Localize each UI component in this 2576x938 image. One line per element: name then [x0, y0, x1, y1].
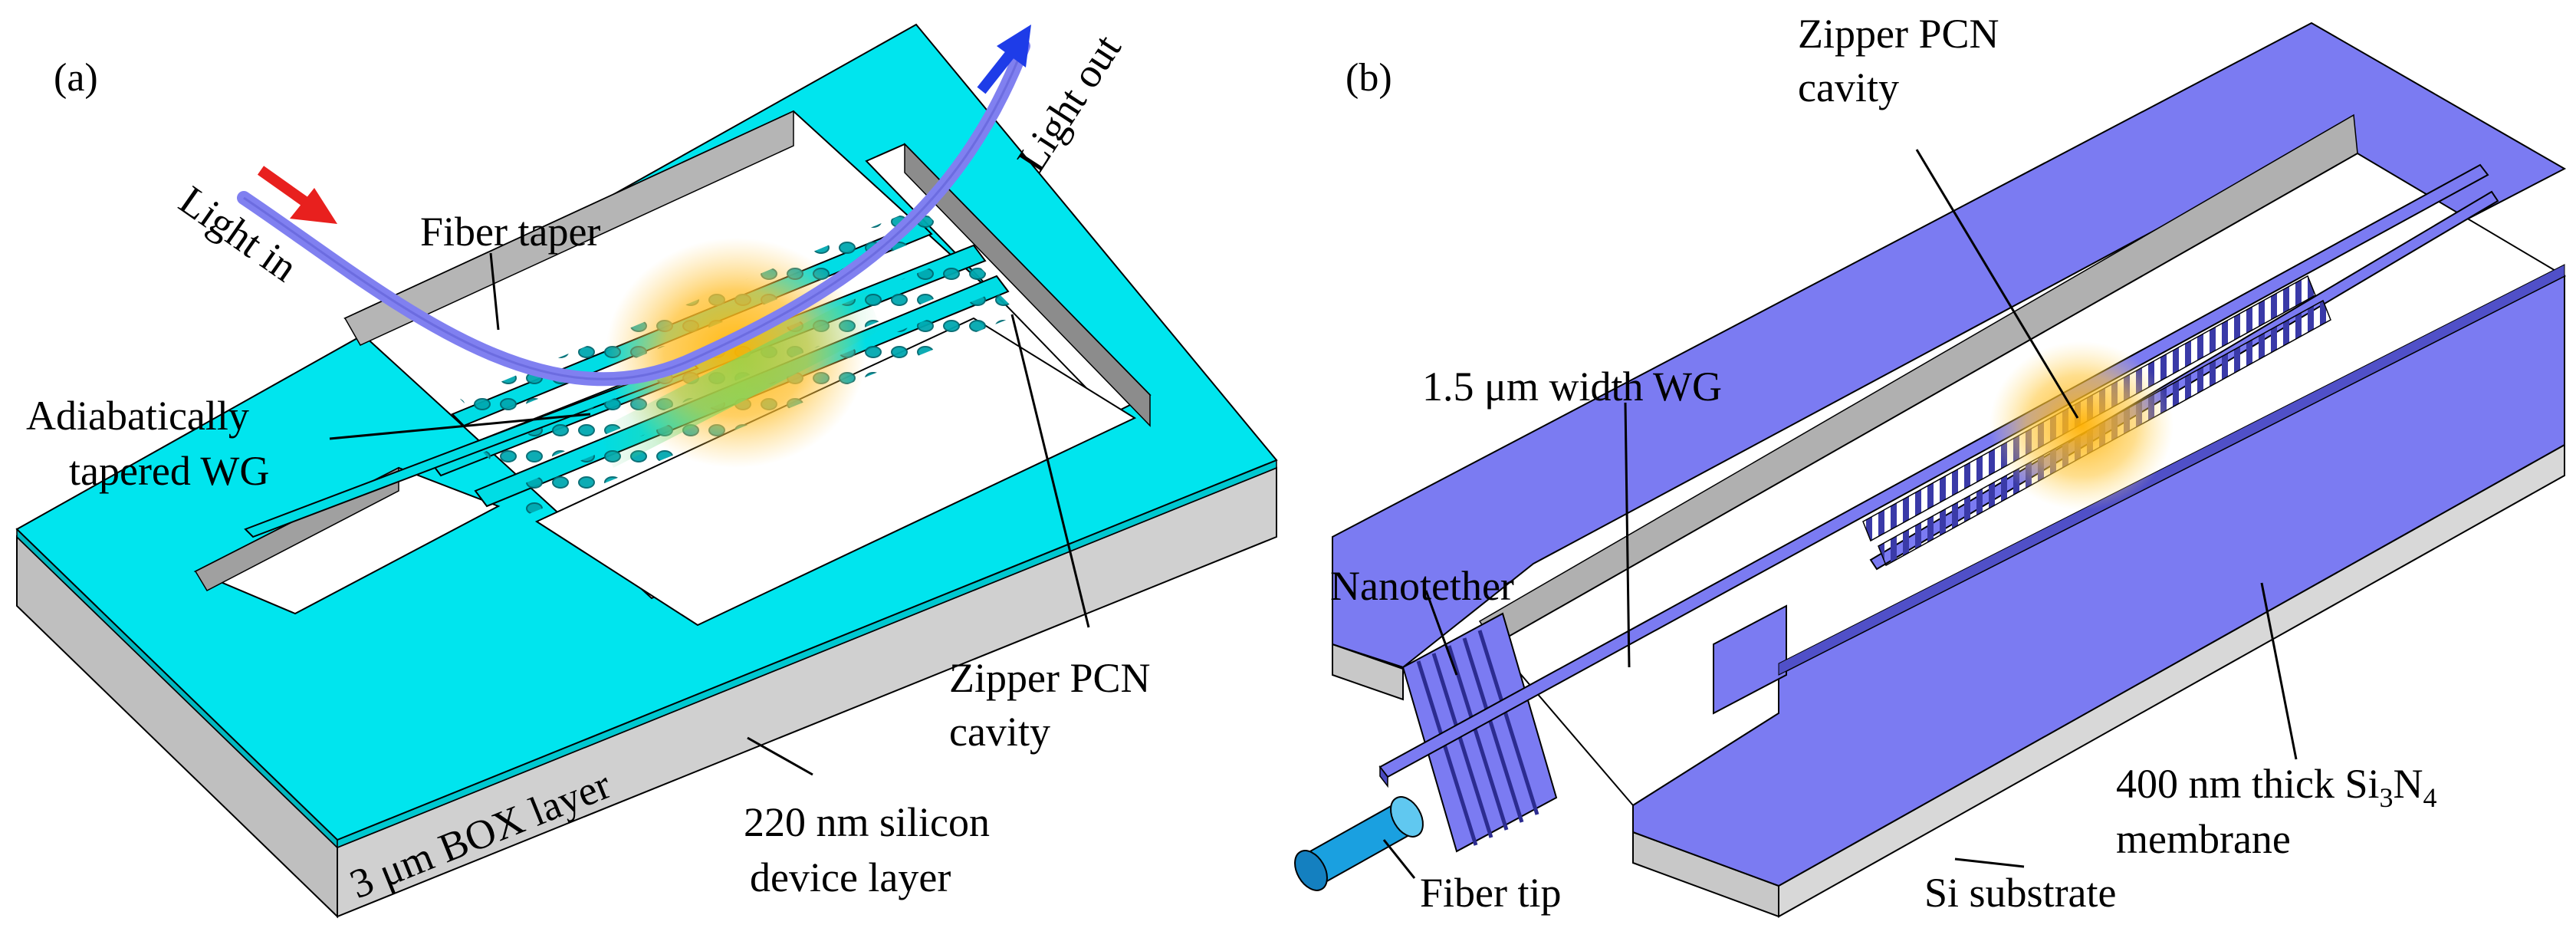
leader-si-substrate [1954, 857, 2025, 868]
adiabatic-label-line1: Adiabatically [26, 393, 249, 439]
zipper-b-label-line2: cavity [1798, 64, 1899, 110]
waveguide-1p5um-side [1379, 765, 1388, 788]
fiber-tip [1294, 796, 1424, 891]
leader-membrane [2260, 582, 2298, 760]
si-substrate-label: Si substrate [1924, 870, 2117, 916]
leader-fiber-taper [489, 252, 500, 331]
etched-window-right-wall [904, 143, 1151, 427]
substrate-left-front [1332, 643, 1404, 701]
zipper-a-label-line1: Zipper PCN [949, 655, 1151, 701]
zipper-a-label-line2: cavity [949, 709, 1050, 755]
lower-window-edge [1778, 264, 2565, 676]
membrane-label-line2: membrane [2116, 816, 2291, 862]
silicon-label-line2: device layer [750, 854, 951, 900]
panel-b: (b) Zipper PCN cavity 1.5 μm width WG Na… [1294, 11, 2567, 918]
leader-adiabatic [329, 413, 591, 440]
fiber-taper-label: Fiber taper [420, 209, 600, 255]
leader-nanotether [1424, 590, 1458, 676]
lower-notch [1713, 604, 1787, 715]
adiabatic-label-line2: tapered WG [69, 448, 269, 494]
mode-overlap-tint [598, 291, 882, 468]
light-in-arrow [257, 166, 337, 224]
light-out-arrow [977, 25, 1031, 94]
leader-silicon [747, 736, 813, 776]
leader-wg [1624, 402, 1631, 668]
wg-width-label: 1.5 μm width WG [1422, 364, 1722, 410]
panel-b-label: (b) [1346, 56, 1392, 100]
leader-zipper-b [1915, 149, 2079, 419]
zipper-b-label-line1: Zipper PCN [1798, 11, 1999, 57]
silicon-label-line1: 220 nm silicon [744, 799, 990, 845]
panel-a-label: (a) [54, 56, 98, 100]
membrane-lower [1632, 275, 2565, 887]
nanotether-bundle [1401, 612, 1558, 853]
membrane-label-line1: 400 nm thick Si3N4 [2116, 761, 2437, 813]
optical-mode-hotspot-b [1990, 341, 2174, 510]
leader-zipper-a [1010, 314, 1090, 628]
fiber-tip-label: Fiber tip [1420, 870, 1562, 916]
nanotether-label: Nanotether [1330, 563, 1514, 609]
etched-window-upper-wall [343, 110, 794, 346]
leader-fiber-tip [1382, 839, 1416, 879]
panel-a: (a) Light in Light out Fiber taper Adiab… [15, 23, 1278, 919]
